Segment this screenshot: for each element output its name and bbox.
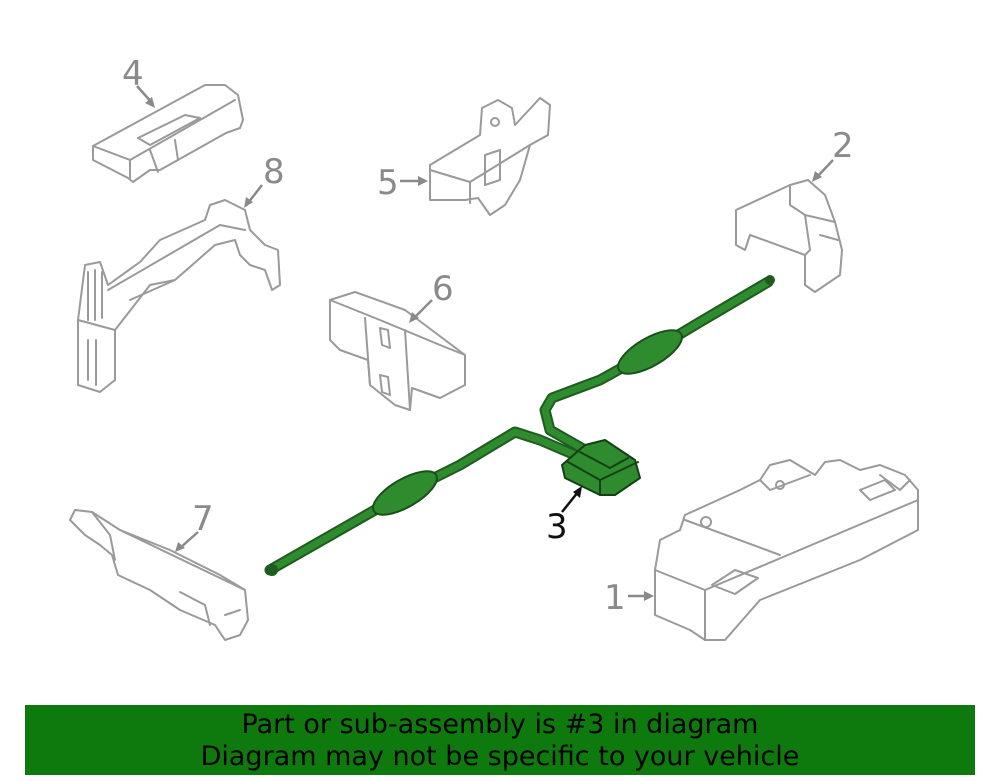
callout-8: 8 [263,152,285,192]
part-1[interactable] [654,459,919,641]
callout-4: 4 [122,54,144,94]
harness-cable-left [264,426,581,576]
callout-6: 6 [432,269,454,309]
leader-3 [561,491,579,513]
parts-diagram: 4 8 5 2 6 7 1 3 [69,54,919,641]
callout-2: 2 [832,126,854,166]
part-7[interactable] [69,509,249,641]
part-4[interactable] [92,84,244,183]
leader-7 [179,531,199,549]
part-3-harness[interactable] [264,275,775,576]
harness-end-left [266,564,278,576]
part-6[interactable] [329,291,466,411]
harness-sleeve-right [617,329,683,375]
banner-line-1: Part or sub-assembly is #3 in diagram [241,709,759,740]
part-5[interactable] [429,97,551,216]
leader-8 [247,184,263,204]
part-2[interactable] [735,179,843,293]
leader-6 [413,299,433,319]
callout-3: 3 [546,507,568,547]
leader-2 [816,159,834,178]
info-banner: Part or sub-assembly is #3 in diagram Di… [25,705,975,775]
callout-7: 7 [192,499,214,539]
callout-1: 1 [604,578,626,618]
callout-5: 5 [377,163,399,203]
banner-line-2: Diagram may not be specific to your vehi… [200,741,800,772]
harness-end-right [765,275,775,285]
harness-sleeve-left [372,470,438,516]
harness-cable-right [539,276,774,456]
part-8[interactable] [77,199,281,393]
